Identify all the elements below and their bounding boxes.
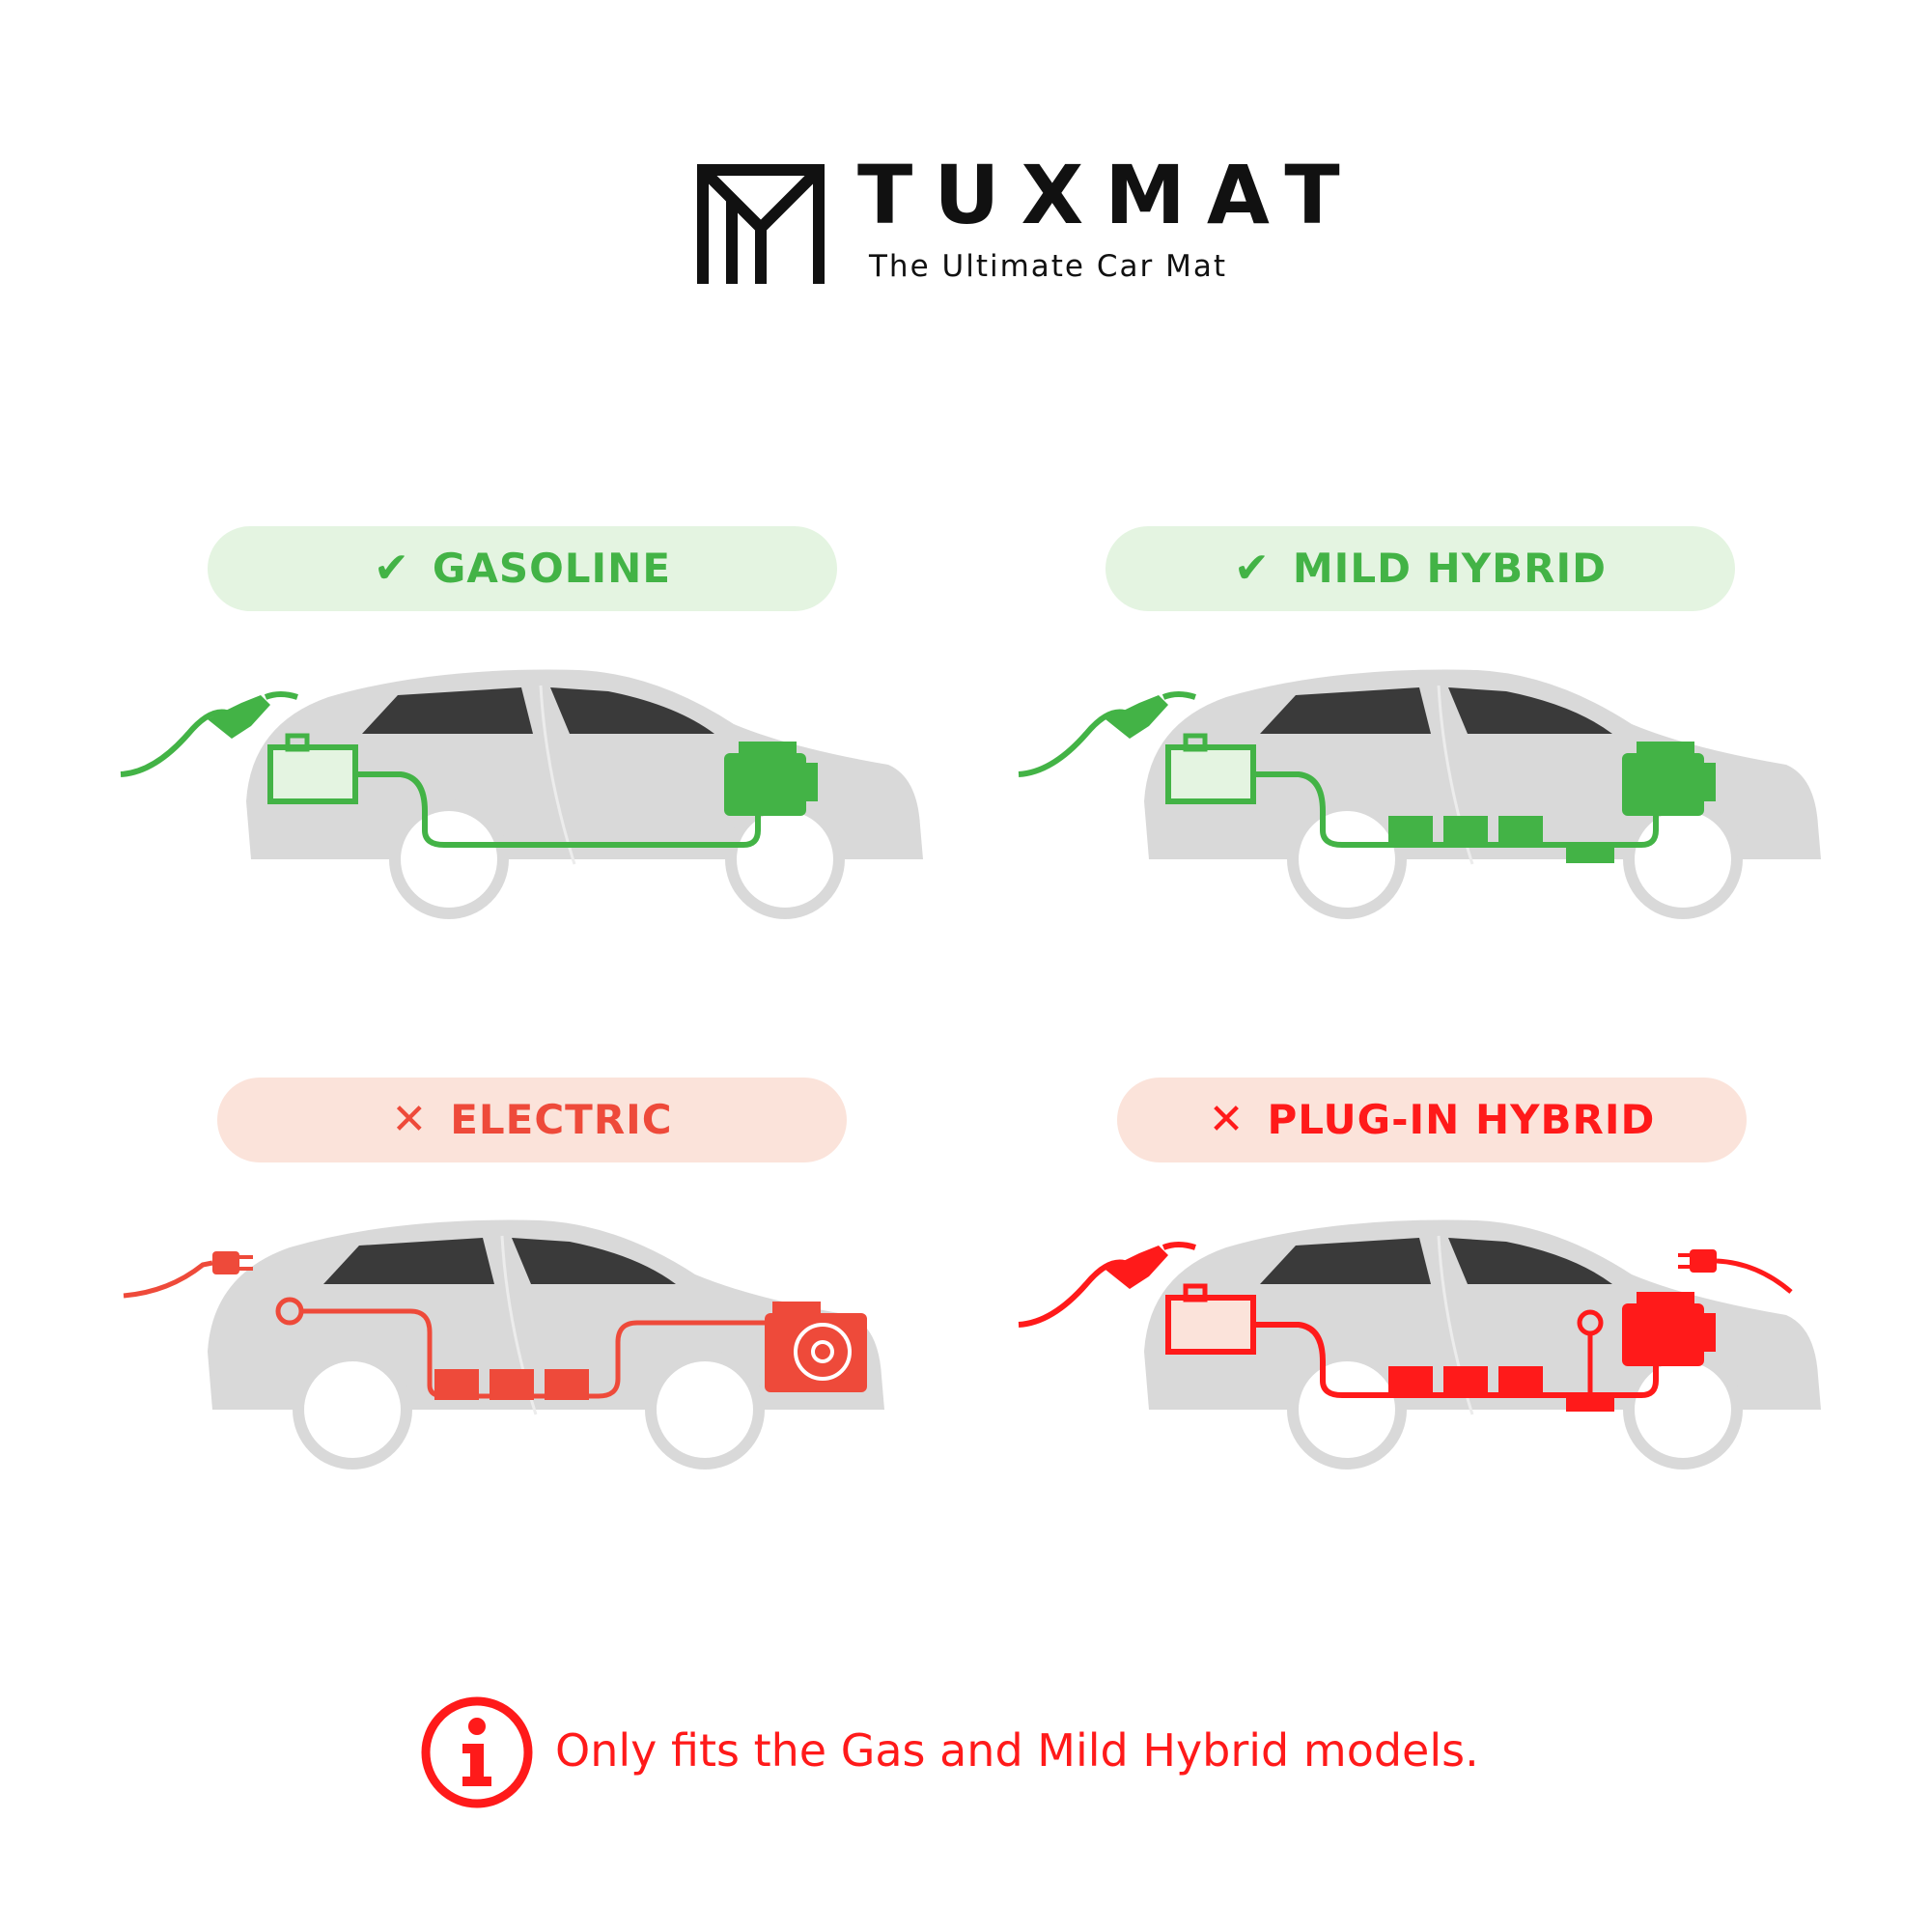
cross-icon: ✕ <box>391 1095 428 1144</box>
category-label: MILD HYBRID <box>1292 545 1607 592</box>
tm-monogram-icon <box>697 164 825 284</box>
car-mild-hybrid-illustration <box>1018 669 1821 919</box>
fuel-line <box>1253 771 1659 848</box>
electric-motor-icon <box>765 1302 867 1392</box>
fuel-nozzle-icon <box>120 691 298 777</box>
car-electric-illustration <box>123 1219 884 1470</box>
electric-plug-icon <box>123 1251 253 1299</box>
fuel-line <box>355 771 761 848</box>
brand-tagline: The Ultimate Car Mat <box>869 249 1227 284</box>
category-label: ELECTRIC <box>450 1096 673 1143</box>
compatibility-note: Only fits the Gas and Mild Hybrid models… <box>555 1724 1479 1777</box>
motor-unit-icon <box>1566 1396 1614 1412</box>
fuel-nozzle-icon <box>1018 1242 1196 1328</box>
electric-plug-icon <box>1678 1249 1793 1294</box>
fuel-tank-icon <box>1165 733 1256 804</box>
motor-unit-icon <box>1566 848 1614 863</box>
car-plug-in-hybrid-illustration <box>1018 1219 1821 1470</box>
car-gasoline-illustration <box>120 669 923 919</box>
fuel-tank-icon <box>267 733 358 804</box>
category-pill-gasoline: ✔ GASOLINE <box>208 526 837 611</box>
engine-icon <box>724 742 818 816</box>
info-icon <box>421 1696 533 1808</box>
battery-pack-icon <box>434 1369 589 1400</box>
category-pill-mild-hybrid: ✔ MILD HYBRID <box>1105 526 1735 611</box>
battery-pack-icon <box>1388 816 1543 847</box>
category-pill-electric: ✕ ELECTRIC <box>217 1078 847 1162</box>
category-pill-plug-in-hybrid: ✕ PLUG-IN HYBRID <box>1117 1078 1747 1162</box>
category-label: GASOLINE <box>432 545 672 592</box>
fuel-line <box>1253 1322 1659 1398</box>
battery-pack-icon <box>1388 1366 1543 1397</box>
checkmark-icon: ✔ <box>373 544 409 593</box>
engine-icon <box>1622 742 1716 816</box>
brand-name: TUXMAT <box>857 148 1361 242</box>
category-label: PLUG-IN HYBRID <box>1267 1096 1656 1143</box>
car-body <box>208 1219 884 1470</box>
cross-icon: ✕ <box>1208 1095 1245 1144</box>
engine-icon <box>1622 1292 1716 1366</box>
fuel-nozzle-icon <box>1018 691 1196 777</box>
fuel-tank-icon <box>1165 1283 1256 1355</box>
checkmark-icon: ✔ <box>1234 544 1270 593</box>
